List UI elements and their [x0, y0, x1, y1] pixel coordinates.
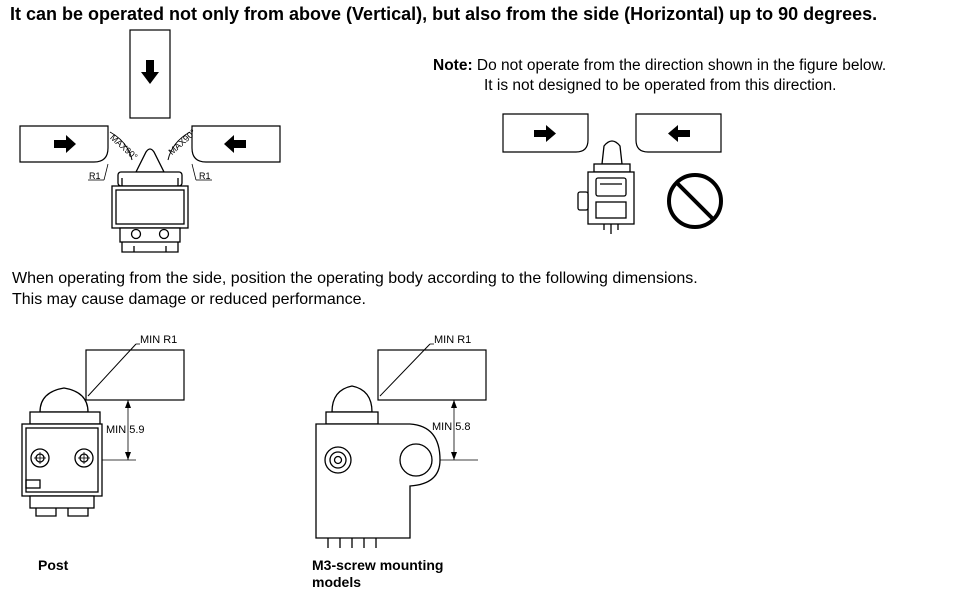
arrow-right-icon — [534, 125, 556, 142]
post-height-label: MIN 5.9 — [106, 424, 145, 436]
m3-model-figure: MIN R1 MIN 5.8 — [315, 334, 487, 548]
instruction-line-2: This may cause damage or reduced perform… — [12, 291, 366, 308]
arrow-left-icon — [668, 125, 690, 142]
caption-post: Post — [38, 557, 69, 573]
note-line-1: Do not operate from the direction shown … — [476, 57, 887, 74]
note-block: Note: Do not operate from the direction … — [433, 56, 886, 96]
post-switch-drawing — [21, 387, 103, 517]
left-radius-label: R1 — [89, 171, 101, 181]
m3-height-label: MIN 5.8 — [432, 421, 471, 433]
instruction-line-1: When operating from the side, position t… — [12, 270, 698, 287]
no-entry-icon — [667, 173, 723, 229]
arrow-right-icon — [54, 135, 76, 153]
arrow-down-icon — [141, 60, 159, 84]
switch-side-drawing — [577, 140, 635, 234]
note-label: Note: — [433, 57, 473, 74]
m3-switch-drawing — [315, 385, 441, 548]
switch-drawing — [111, 148, 189, 253]
m3-radius-label: MIN R1 — [434, 334, 471, 346]
page-heading: It can be operated not only from above (… — [10, 4, 878, 24]
arrow-left-icon — [224, 135, 246, 153]
note-line-2: It is not designed to be operated from t… — [484, 77, 837, 94]
prohibited-direction-figure — [502, 113, 723, 234]
post-model-figure: MIN R1 MIN 5.9 — [21, 334, 185, 517]
operating-directions-figure: MAX90° MAX90° R1 R1 — [19, 29, 281, 253]
caption-m3-screw: M3-screw mounting models — [312, 557, 444, 590]
right-radius-label: R1 — [199, 171, 211, 181]
post-radius-label: MIN R1 — [140, 334, 177, 346]
left-angle-label: MAX90° — [108, 132, 140, 162]
